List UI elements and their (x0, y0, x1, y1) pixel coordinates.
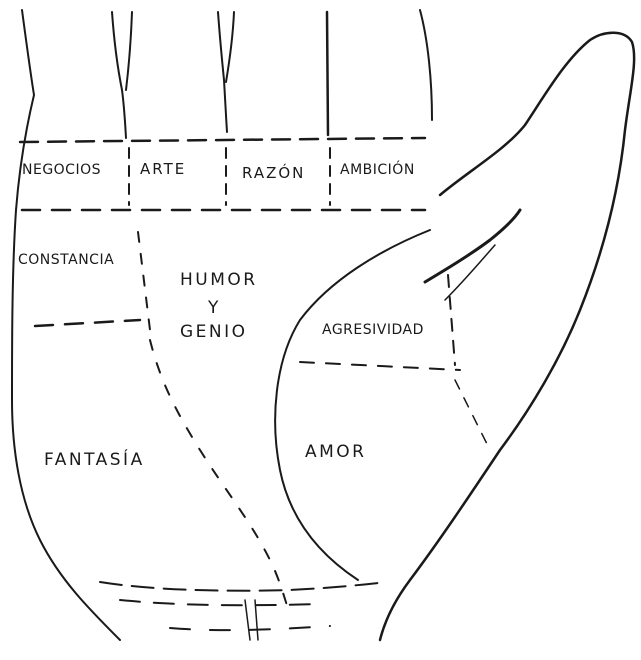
label-amor: AMOR (305, 442, 367, 462)
finger-line-2b (226, 12, 234, 82)
divider-agresividad-bottom (300, 362, 460, 370)
divider-top (20, 138, 425, 142)
label-y: Y (208, 298, 221, 318)
wrist-vertical (245, 600, 258, 640)
label-arte: ARTE (140, 160, 186, 178)
label-razon: RAZÓN (242, 164, 305, 182)
label-negocios: NEGOCIOS (22, 162, 101, 178)
divider-agresividad-right (448, 275, 455, 365)
label-fantasia: FANTASÍA (44, 450, 145, 470)
wrist-line-3 (170, 626, 330, 630)
wrist-line-1 (100, 582, 378, 591)
finger-line-1b (126, 12, 132, 90)
label-agresividad: AGRESIVIDAD (322, 322, 424, 338)
finger-line-1 (112, 12, 126, 138)
divider-constancia-v (138, 232, 150, 330)
label-humor: HUMOR (180, 270, 258, 290)
finger-line-3 (327, 12, 328, 135)
label-genio: GENIO (180, 322, 248, 342)
hand-outline-right (420, 10, 432, 120)
venus-curve (275, 230, 430, 580)
divider-humor-diagonal (150, 340, 290, 615)
divider-amor-right (455, 380, 490, 450)
label-constancia: CONSTANCIA (18, 252, 114, 268)
label-ambicion: AMBICIÓN (340, 162, 415, 178)
finger-line-2 (218, 12, 227, 132)
wrist-line-2 (120, 600, 320, 605)
divider-constancia-bottom (35, 320, 140, 326)
